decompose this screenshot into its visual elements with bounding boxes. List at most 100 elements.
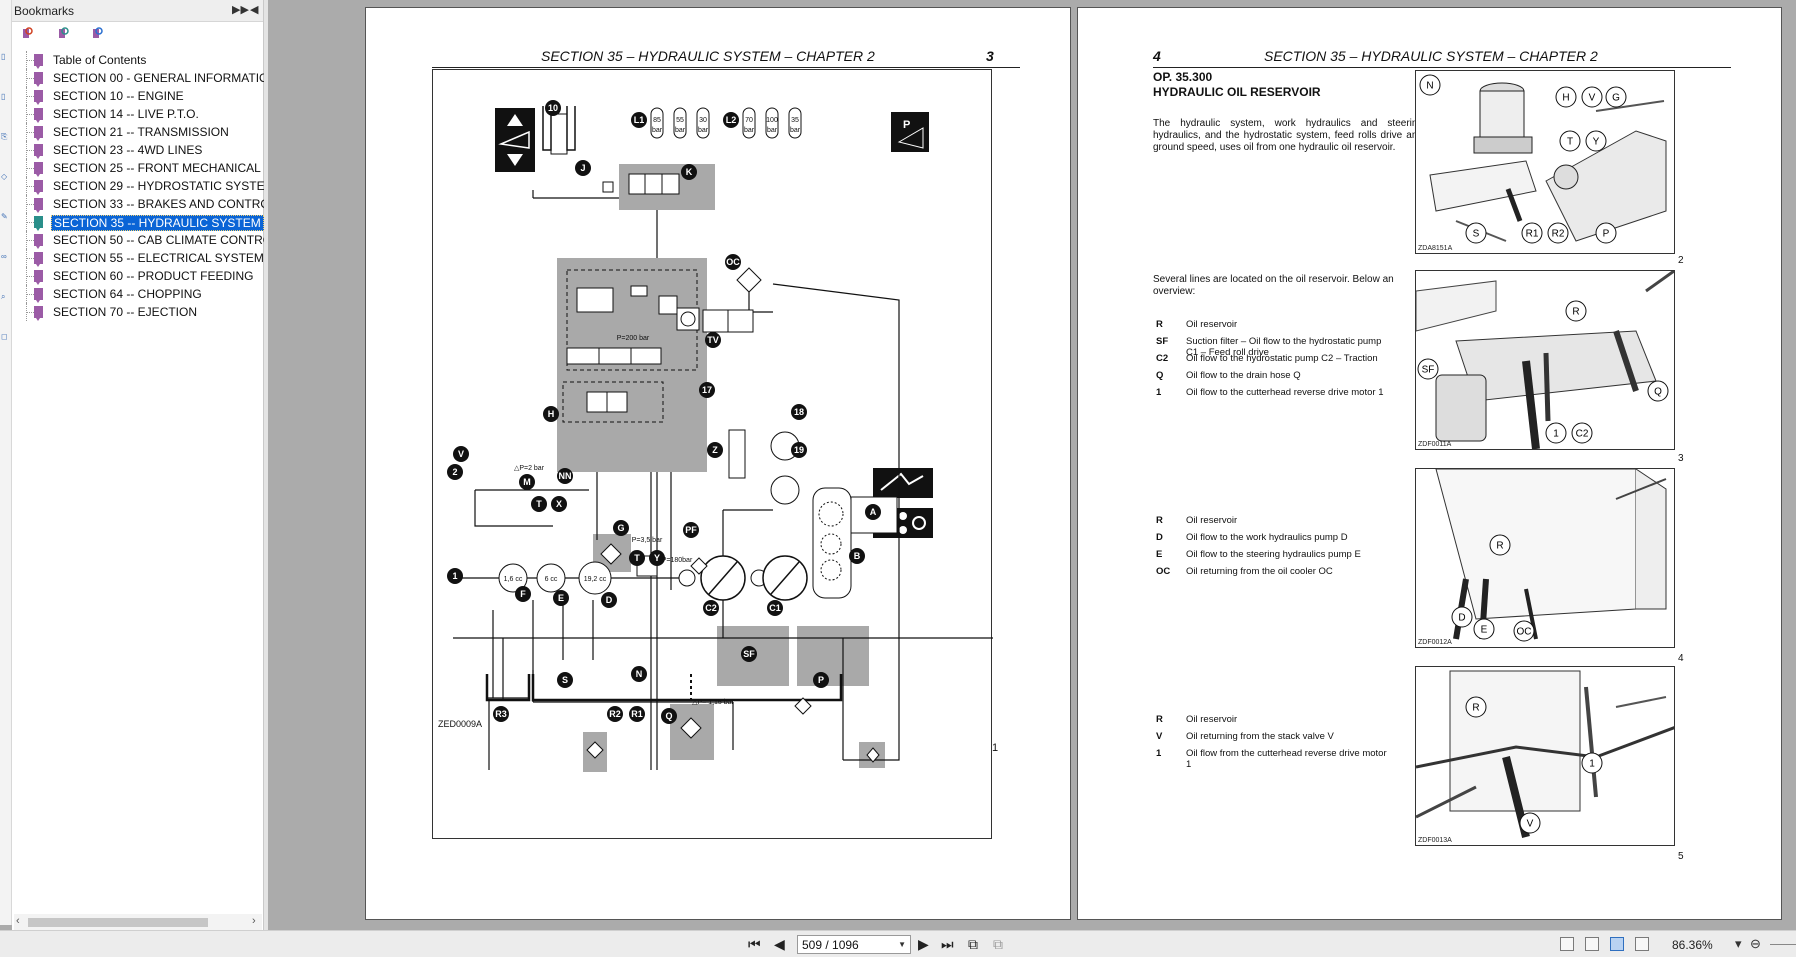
callout-2: 2 — [452, 467, 457, 477]
bookmark-item[interactable]: SECTION 35 -- HYDRAULIC SYSTEM — [12, 213, 264, 231]
layers-icon[interactable]: ◇ — [1, 172, 8, 181]
svg-text:19,2 cc: 19,2 cc — [584, 576, 607, 583]
callout-Q: Q — [665, 711, 672, 721]
first-page-icon[interactable]: ⏮ — [748, 936, 761, 952]
svg-text:R2: R2 — [1552, 229, 1565, 240]
next-page-icon[interactable]: ▶ — [918, 936, 929, 952]
svg-text:55: 55 — [676, 117, 684, 124]
two-page-continuous-view-icon[interactable] — [1635, 937, 1649, 951]
zoom-out-icon[interactable]: ⊖ — [1750, 936, 1761, 951]
zoom-slider[interactable] — [1770, 944, 1796, 945]
next-view-icon[interactable]: ⧉ — [993, 936, 1003, 952]
bookmark-icon — [34, 306, 43, 321]
photo-code: ZDF0011A — [1418, 441, 1452, 448]
callout-G: G — [617, 523, 624, 533]
single-page-view-icon[interactable] — [1560, 937, 1574, 951]
chevron-down-icon[interactable]: ▼ — [898, 940, 906, 949]
bookmarks-header: Bookmarks ▶▶ ◀ — [12, 0, 263, 22]
photo-callout: OC — [1513, 620, 1535, 642]
svg-text:V: V — [1527, 819, 1534, 830]
bookmark-icon — [34, 216, 43, 231]
prev-view-icon[interactable]: ⧉ — [968, 936, 978, 952]
legend-description: Oil flow to the hydrostatic pump C2 – Tr… — [1186, 353, 1378, 364]
callout-M: M — [523, 477, 531, 487]
tree-line — [26, 87, 34, 105]
tree-line — [26, 141, 34, 159]
expand-bookmark-icon[interactable] — [56, 27, 70, 41]
callout-P: P — [818, 675, 824, 685]
bookmark-item[interactable]: SECTION 10 -- ENGINE — [12, 87, 264, 105]
scroll-left-icon[interactable]: ‹ — [16, 915, 20, 927]
legend-key: R — [1156, 714, 1163, 725]
new-bookmark-icon[interactable] — [20, 27, 34, 41]
legend-description: Oil flow to the cutterhead reverse drive… — [1186, 387, 1384, 398]
legend-description: Oil reservoir — [1186, 515, 1238, 526]
bookmark-item[interactable]: SECTION 25 -- FRONT MECHANICAL D — [12, 159, 264, 177]
two-page-view-icon[interactable] — [1610, 937, 1624, 951]
bookmark-item[interactable]: SECTION 33 -- BRAKES AND CONTRO — [12, 195, 264, 213]
bookmarks-horizontal-scrollbar[interactable]: ‹ › — [14, 914, 262, 930]
bookmark-item[interactable]: SECTION 70 -- EJECTION — [12, 303, 264, 321]
panel-splitter[interactable] — [264, 0, 268, 930]
document-viewer[interactable]: SECTION 35 – HYDRAULIC SYSTEM – CHAPTER … — [268, 0, 1796, 930]
thumbnails-icon[interactable]: ▯ — [1, 92, 6, 101]
bookmark-icon — [34, 180, 43, 195]
svg-text:G: G — [1612, 93, 1620, 104]
bookmarks-title: Bookmarks — [14, 4, 75, 18]
callout-L1: L1 — [634, 115, 645, 125]
svg-text:R: R — [1472, 703, 1479, 714]
photo-callout: D — [1451, 606, 1473, 628]
links-icon[interactable]: ∞ — [1, 252, 7, 261]
svg-text:R: R — [1572, 307, 1579, 318]
bookmark-item[interactable]: SECTION 60 -- PRODUCT FEEDING — [12, 267, 264, 285]
find-bookmark-icon[interactable] — [90, 27, 104, 41]
photo-callout: R — [1565, 300, 1587, 322]
continuous-view-icon[interactable] — [1585, 937, 1599, 951]
legend-key: OC — [1156, 566, 1171, 577]
callout-D: D — [606, 595, 613, 605]
svg-text:R1: R1 — [1526, 229, 1539, 240]
search-icon[interactable]: ⌕ — [1, 292, 6, 301]
bookmark-item[interactable]: SECTION 23 -- 4WD LINES — [12, 141, 264, 159]
callout-R2: R2 — [609, 709, 621, 719]
svg-text:N: N — [1426, 81, 1433, 92]
comments-icon[interactable]: ◻ — [1, 332, 8, 341]
signatures-icon[interactable]: ✎ — [1, 212, 8, 221]
bookmark-item[interactable]: SECTION 29 -- HYDROSTATIC SYSTE — [12, 177, 264, 195]
bookmark-item[interactable]: Table of Contents — [12, 51, 264, 69]
expand-panel-icon[interactable]: ▶▶ — [232, 4, 249, 16]
svg-text:V: V — [1589, 93, 1596, 104]
scroll-right-icon[interactable]: › — [252, 915, 256, 927]
scrollbar-thumb[interactable] — [28, 918, 208, 927]
bookmark-item[interactable]: SECTION 55 -- ELECTRICAL SYSTEM — [12, 249, 264, 267]
callout-10: 10 — [548, 103, 558, 113]
zoom-level[interactable]: 86.36% — [1672, 938, 1713, 952]
figure-code: ZED0009A — [438, 719, 483, 729]
attachments-icon[interactable]: ⎘ — [1, 132, 8, 141]
svg-text:bar: bar — [744, 127, 755, 134]
bookmark-item[interactable]: SECTION 14 -- LIVE P.T.O. — [12, 105, 264, 123]
legend-description: Oil flow to the steering hydraulics pump… — [1186, 549, 1361, 560]
prev-page-icon[interactable]: ◀ — [774, 936, 785, 952]
bookmark-label: SECTION 64 -- CHOPPING — [53, 287, 202, 301]
overview-text: Several lines are located on the oil res… — [1153, 274, 1394, 297]
pages-icon[interactable]: ▯ — [1, 52, 6, 61]
page-number-input[interactable]: 509 / 1096 ▼ — [797, 935, 911, 954]
zoom-dropdown-icon[interactable]: ▾ — [1735, 936, 1742, 951]
callout-PF: PF — [685, 525, 697, 535]
collapse-panel-icon[interactable]: ◀ — [250, 4, 259, 16]
last-page-icon[interactable]: ⏭ — [941, 936, 954, 952]
bookmark-item[interactable]: SECTION 00 - GENERAL INFORMATIO — [12, 69, 264, 87]
callout-V: V — [458, 449, 464, 459]
legend-key: Q — [1156, 370, 1164, 381]
photo-callout: R1 — [1521, 222, 1543, 244]
bookmark-item[interactable]: SECTION 64 -- CHOPPING — [12, 285, 264, 303]
bookmark-item[interactable]: SECTION 21 -- TRANSMISSION — [12, 123, 264, 141]
bookmark-icon — [34, 72, 43, 87]
svg-text:bar: bar — [790, 127, 801, 134]
callout-N: N — [636, 669, 643, 679]
tree-line — [26, 177, 34, 195]
callout-C1: C1 — [769, 603, 781, 613]
bookmark-item[interactable]: SECTION 50 -- CAB CLIMATE CONTRO — [12, 231, 264, 249]
